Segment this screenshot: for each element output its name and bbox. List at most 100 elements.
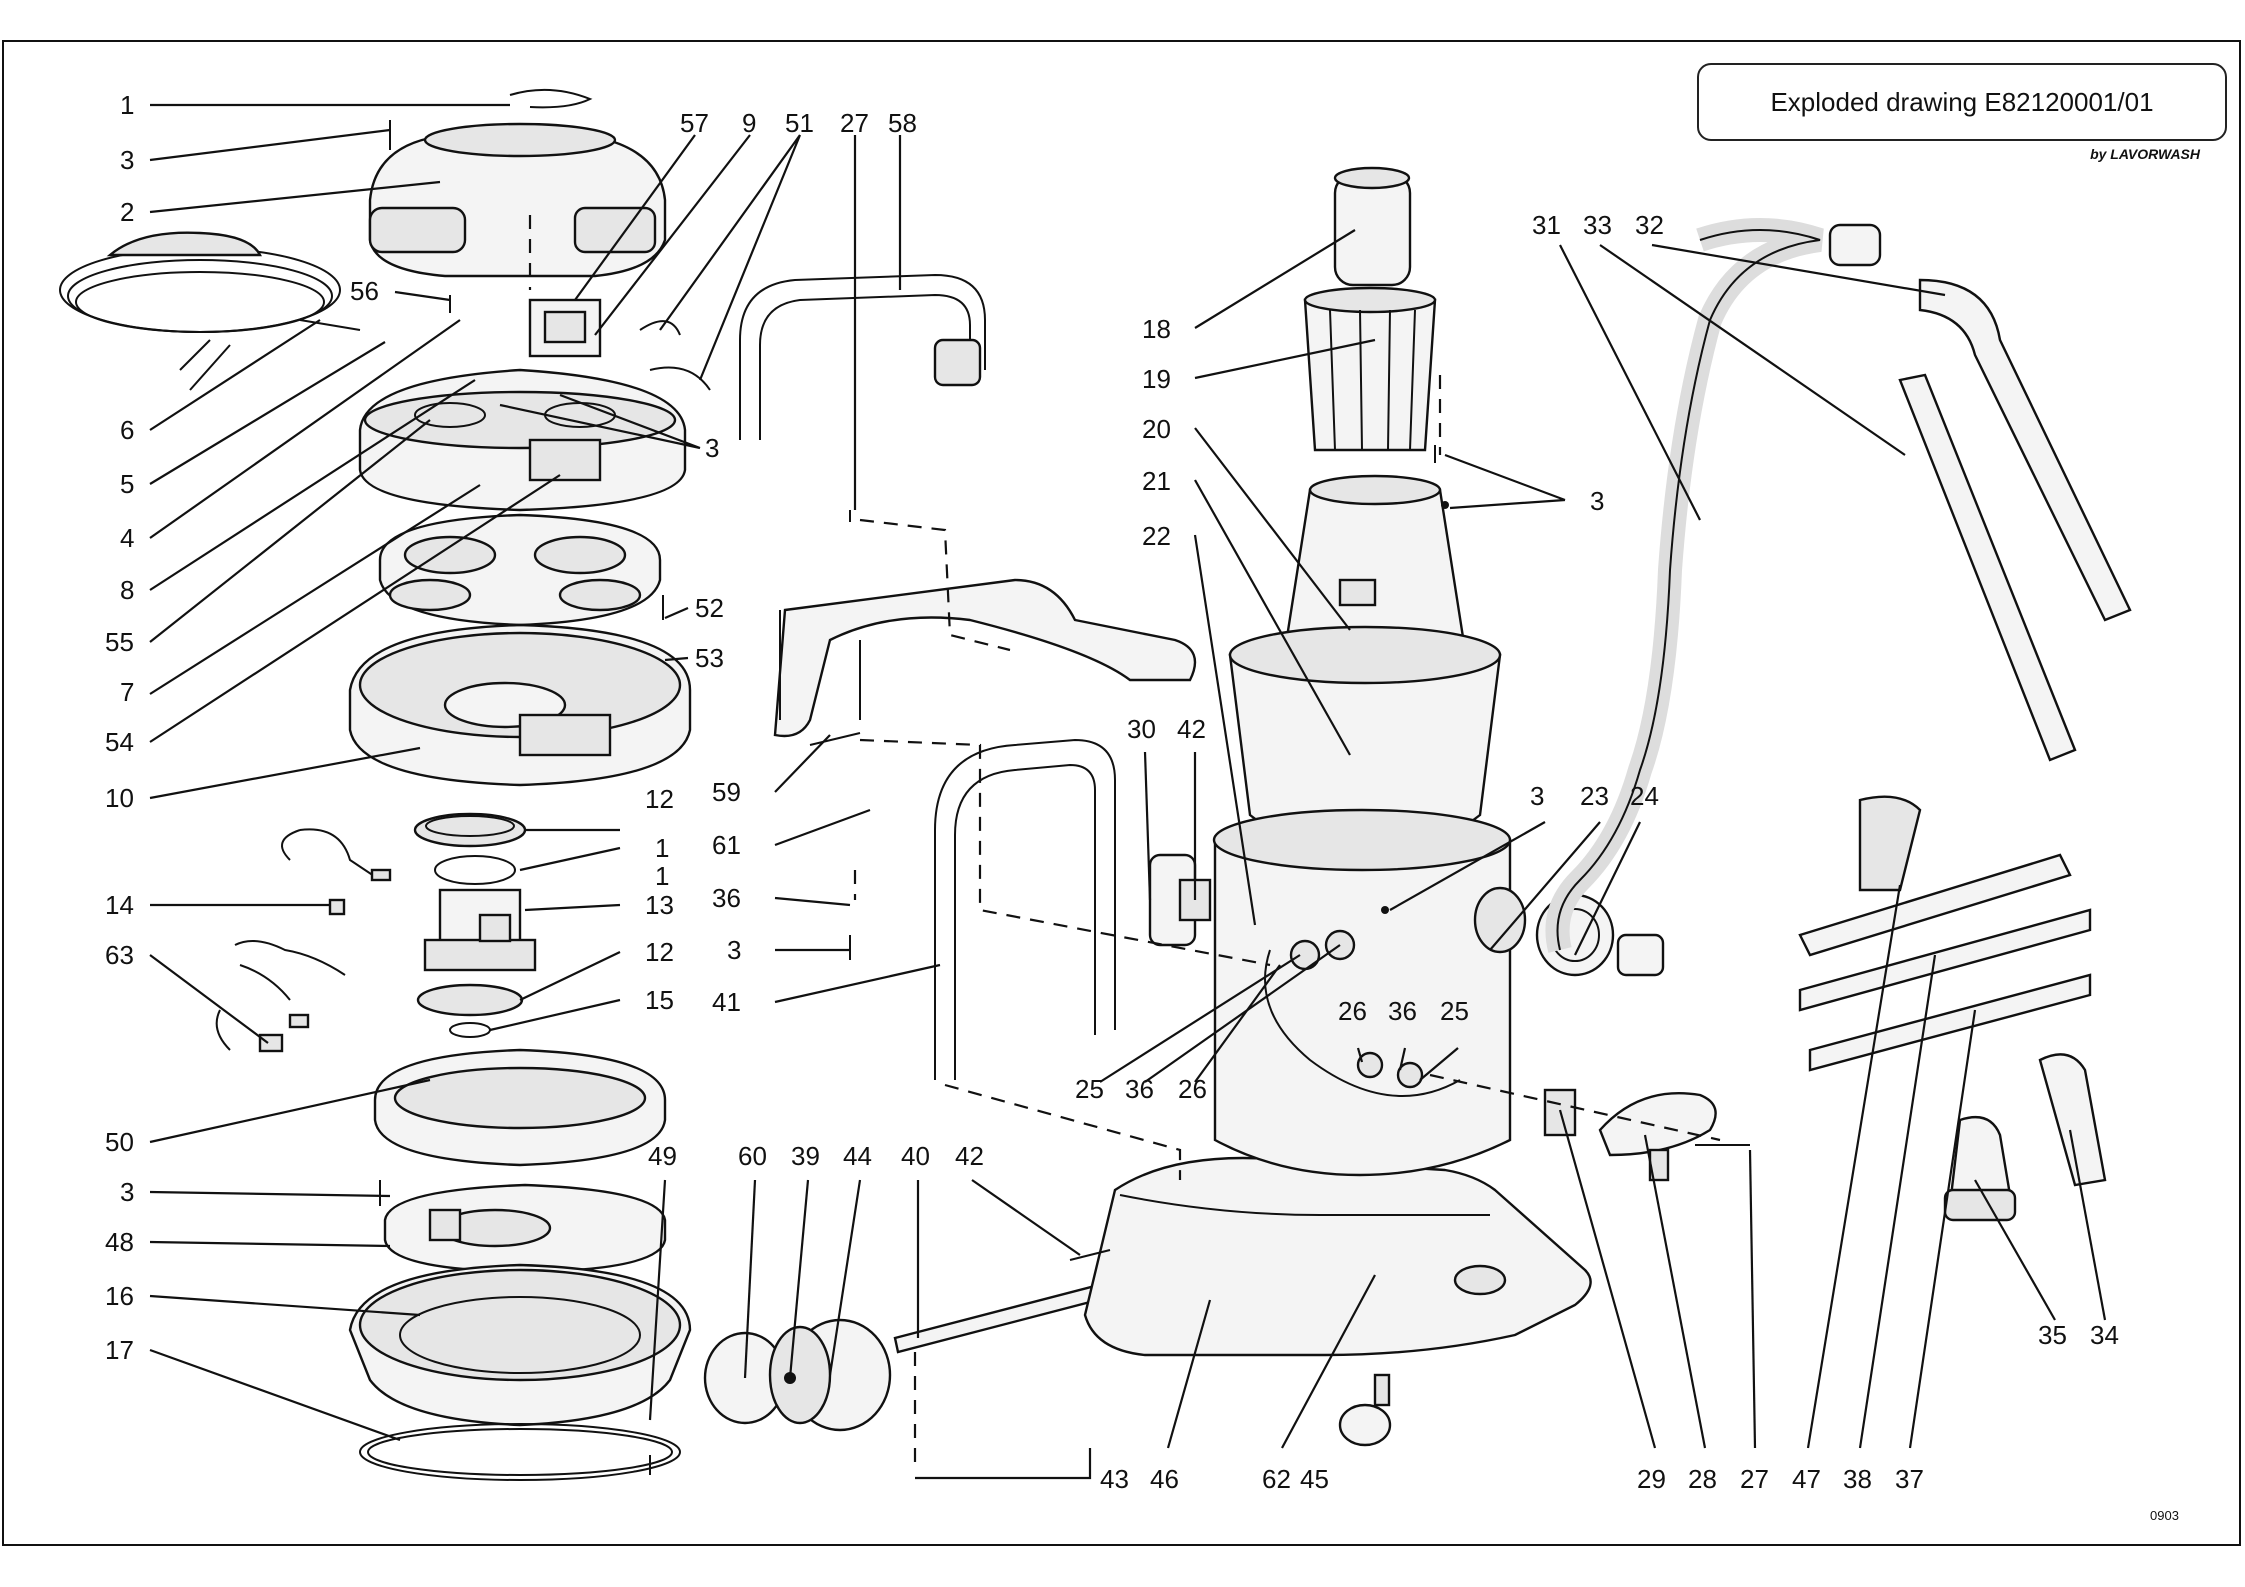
part-brush-set-63 xyxy=(217,941,345,1051)
callout-label: 52 xyxy=(695,593,724,623)
part-carbon-brushes-14 xyxy=(282,829,390,914)
callout-label: 29 xyxy=(1637,1464,1666,1494)
callout-label: 16 xyxy=(105,1281,134,1311)
part-motor-13 xyxy=(425,856,535,970)
part-gasket-50 xyxy=(375,1050,665,1165)
callout-label: 26 xyxy=(1178,1074,1207,1104)
callout-label: 62 xyxy=(1262,1464,1291,1494)
part-ring-12-top xyxy=(415,814,525,846)
callout-label: 9 xyxy=(742,108,756,138)
callout-label: 39 xyxy=(791,1141,820,1171)
part-base-46 xyxy=(1085,1158,1591,1355)
callout-label: 23 xyxy=(1580,781,1609,811)
callout-label: 60 xyxy=(738,1141,767,1171)
callout-label: 30 xyxy=(1127,714,1156,744)
part-power-cable-6 xyxy=(60,233,360,390)
callout-label: 4 xyxy=(120,523,134,553)
callout-label: 12 xyxy=(645,784,674,814)
callout-label: 46 xyxy=(1150,1464,1179,1494)
callout-label: 53 xyxy=(695,643,724,673)
callout-label: 25 xyxy=(1440,996,1469,1026)
callout-label: 12 xyxy=(645,937,674,967)
callout-label: 17 xyxy=(105,1335,134,1365)
callout-label: 63 xyxy=(105,940,134,970)
callout-label: 25 xyxy=(1075,1074,1104,1104)
callout-label: 34 xyxy=(2090,1320,2119,1350)
callout-label: 41 xyxy=(712,987,741,1017)
part-brush-35 xyxy=(1945,1117,2015,1220)
callout-label: 57 xyxy=(680,108,709,138)
callout-label: 15 xyxy=(645,985,674,1015)
callout-label: 3 xyxy=(1590,486,1604,516)
callout-label: 27 xyxy=(840,108,869,138)
part-crevice-tool-34 xyxy=(2040,1054,2105,1185)
callout-label: 33 xyxy=(1583,210,1612,240)
callout-label: 28 xyxy=(1688,1464,1717,1494)
callout-label: 31 xyxy=(1532,210,1561,240)
callout-label: 38 xyxy=(1843,1464,1872,1494)
part-base-ring-16 xyxy=(350,1265,690,1425)
callout-label: 45 xyxy=(1300,1464,1329,1494)
callout-label: 26 xyxy=(1338,996,1367,1026)
callout-label: 8 xyxy=(120,575,134,605)
callout-label: 55 xyxy=(105,627,134,657)
part-gasket-7 xyxy=(380,515,660,625)
callout-label: 3 xyxy=(1530,781,1544,811)
part-motor-plate-10 xyxy=(350,625,690,785)
callout-label: 49 xyxy=(648,1141,677,1171)
callout-label: 59 xyxy=(712,777,741,807)
part-float-cage-18 xyxy=(1335,168,1410,285)
part-handle-ring-1 xyxy=(510,90,590,107)
callout-label: 7 xyxy=(120,677,134,707)
callout-label: 3 xyxy=(120,1177,134,1207)
callout-label: 51 xyxy=(785,108,814,138)
part-bracket-30 xyxy=(1150,855,1210,945)
callout-label: 40 xyxy=(901,1141,930,1171)
callout-label: 36 xyxy=(1388,996,1417,1026)
part-filter-cartridge-20 xyxy=(1285,476,1465,650)
part-tank-22 xyxy=(1214,810,1510,1175)
callout-label: 54 xyxy=(105,727,134,757)
callout-label: 5 xyxy=(120,469,134,499)
callout-label: 22 xyxy=(1142,521,1171,551)
callout-label: 13 xyxy=(645,890,674,920)
callout-label: 3 xyxy=(120,145,134,175)
callout-label: 44 xyxy=(843,1141,872,1171)
callout-label: 3 xyxy=(705,433,719,463)
callout-label: 35 xyxy=(2038,1320,2067,1350)
callout-label: 20 xyxy=(1142,414,1171,444)
callout-label: 18 xyxy=(1142,314,1171,344)
callout-label: 3 xyxy=(727,935,741,965)
callout-label: 1 xyxy=(655,861,669,891)
callout-label: 37 xyxy=(1895,1464,1924,1494)
part-seal-17 xyxy=(360,1424,680,1480)
callout-label: 58 xyxy=(888,108,917,138)
callout-label: 42 xyxy=(955,1141,984,1171)
callout-label: 21 xyxy=(1142,466,1171,496)
part-filter-basket-19 xyxy=(1305,288,1435,450)
callout-label: 1 xyxy=(120,90,134,120)
part-fan-plate-48 xyxy=(385,1185,665,1272)
callout-label: 24 xyxy=(1630,781,1659,811)
callout-label: 61 xyxy=(712,830,741,860)
callout-label: 6 xyxy=(120,415,134,445)
callout-label: 36 xyxy=(1125,1074,1154,1104)
callout-label: 27 xyxy=(1740,1464,1769,1494)
callout-label: 32 xyxy=(1635,210,1664,240)
part-tube-33 xyxy=(1900,375,2075,760)
callout-label: 43 xyxy=(1100,1464,1129,1494)
part-handle-58 xyxy=(740,275,985,440)
callout-label: 56 xyxy=(350,276,379,306)
callout-label: 36 xyxy=(712,883,741,913)
callout-label: 48 xyxy=(105,1227,134,1257)
part-caster-45 xyxy=(1340,1375,1390,1445)
part-trolley-frame xyxy=(775,580,1195,736)
callout-label: 42 xyxy=(1177,714,1206,744)
callout-label: 50 xyxy=(105,1127,134,1157)
callout-label: 47 xyxy=(1792,1464,1821,1494)
callout-label: 2 xyxy=(120,197,134,227)
part-ring-12-bottom xyxy=(418,985,522,1037)
part-top-cover-2 xyxy=(370,0,665,276)
callout-label: 1 xyxy=(655,833,669,863)
